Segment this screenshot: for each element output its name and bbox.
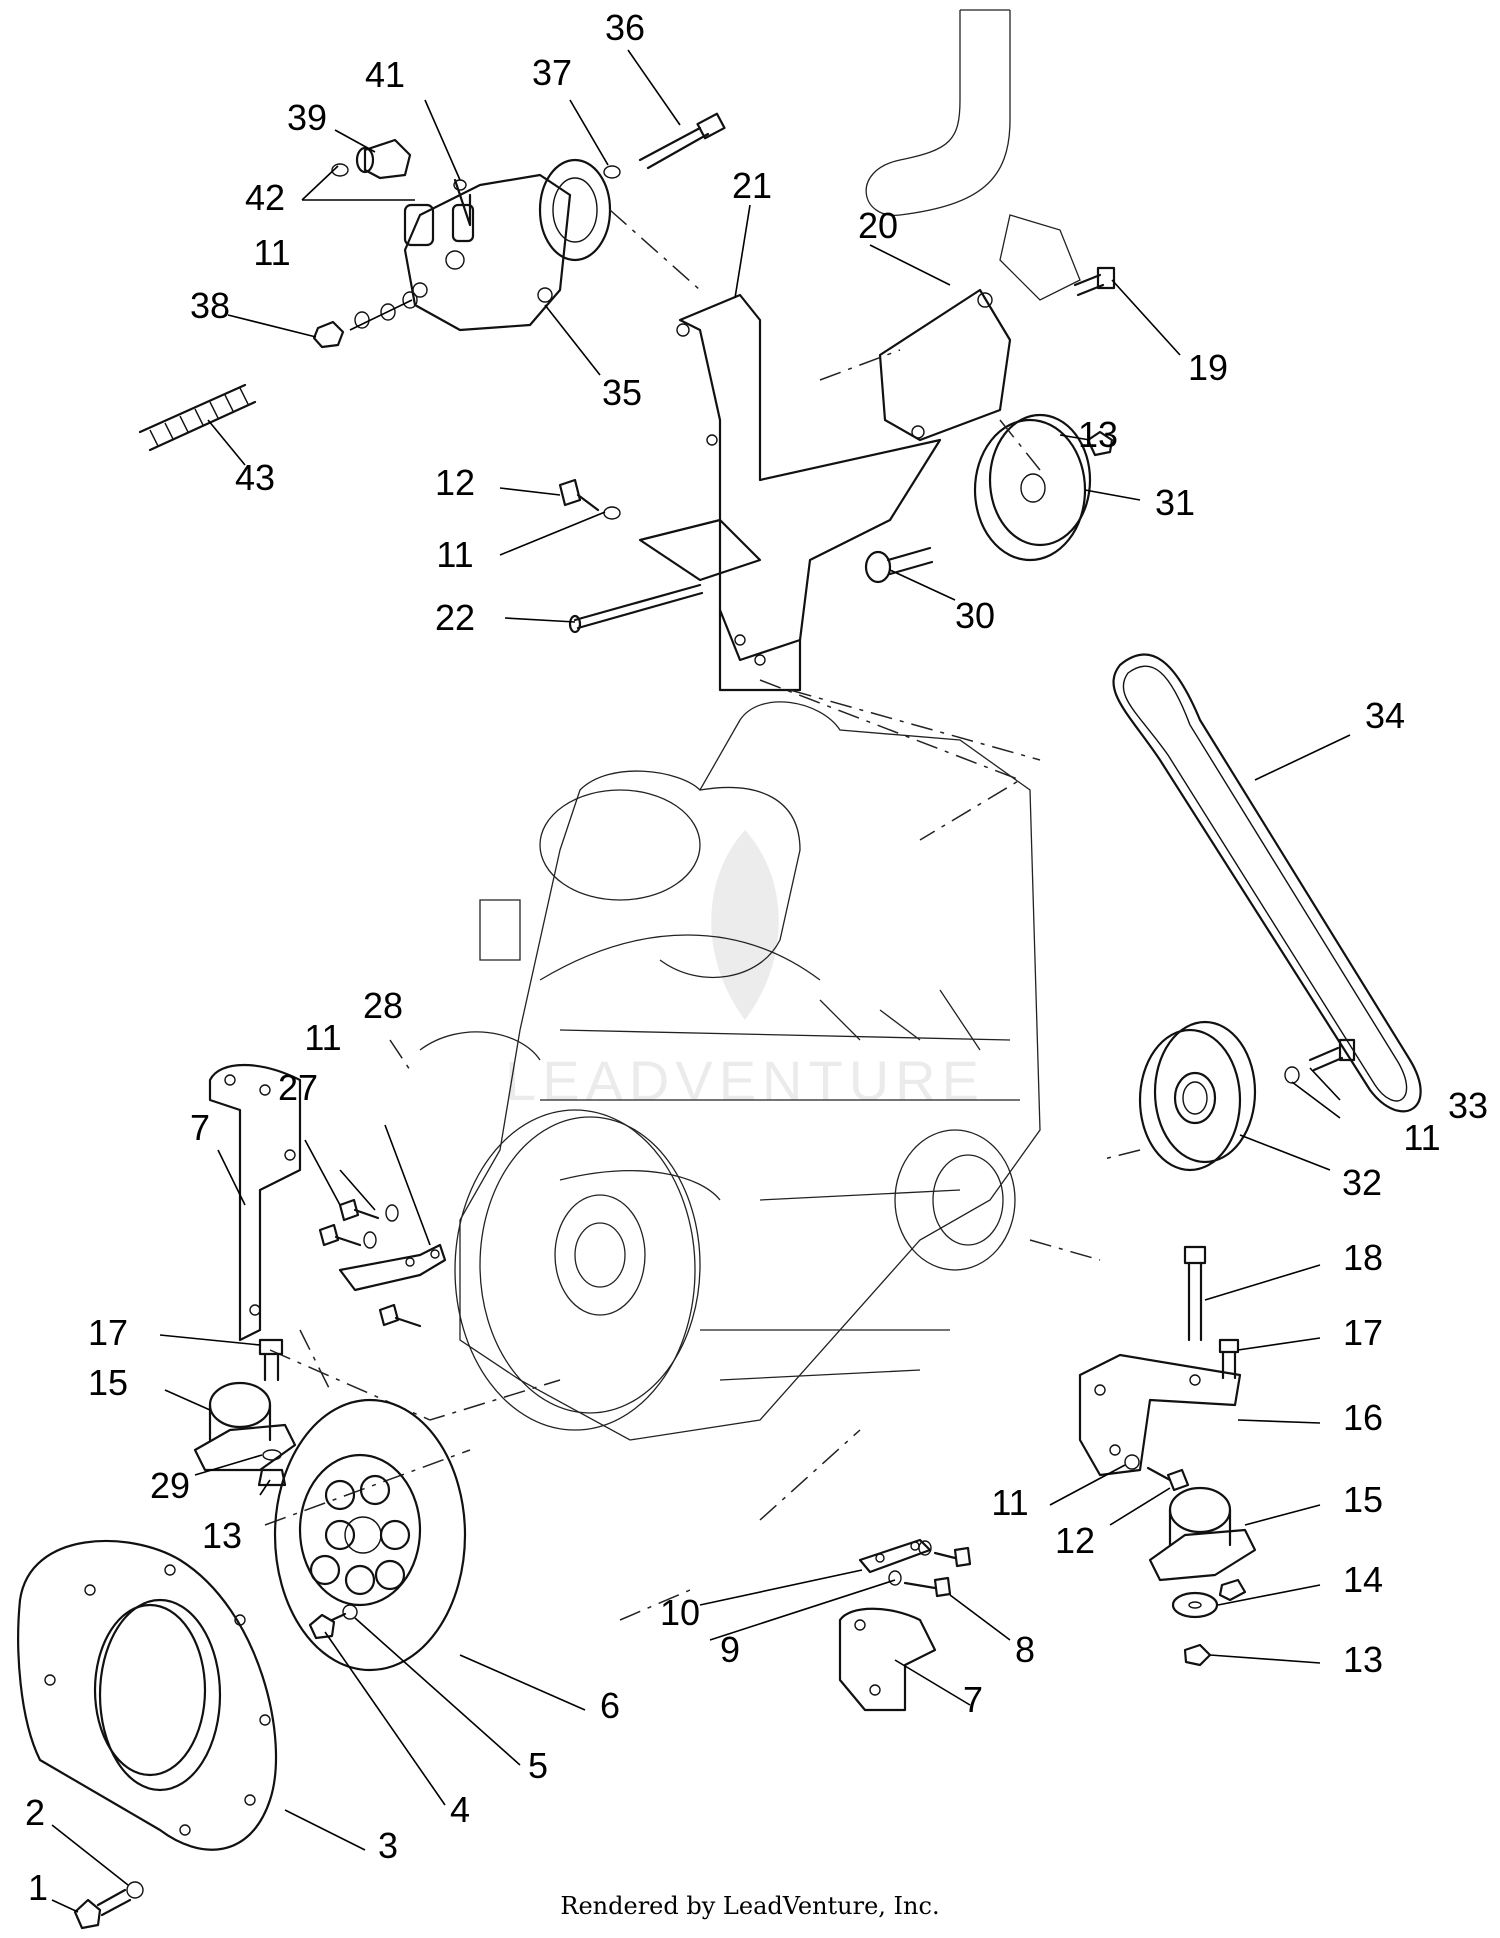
callout-34: 34 — [1365, 695, 1405, 736]
engine-mount-left — [193, 1381, 297, 1472]
callout-labels: 1 2 3 4 5 6 7 7 8 9 10 11 11 11 11 11 12… — [25, 7, 1488, 1908]
callout-27: 27 — [278, 1067, 318, 1108]
engine — [419, 701, 1041, 1441]
callout-1: 1 — [28, 1867, 48, 1908]
compressor-mount-hardware — [312, 291, 418, 349]
callout-11-engine: 11 — [304, 1017, 341, 1058]
callout-42: 42 — [245, 177, 285, 218]
callout-7-lower: 7 — [963, 1679, 983, 1720]
engine-mount-bracket-right-lower — [838, 1607, 937, 1712]
flywheel — [454, 1109, 701, 1431]
callout-2: 2 — [25, 1792, 45, 1833]
mount-nut-bottom — [1183, 1643, 1212, 1667]
callout-6: 6 — [600, 1685, 620, 1726]
callout-37: 37 — [532, 52, 572, 93]
mount-washer — [1171, 1591, 1219, 1619]
callout-7-upper: 7 — [190, 1107, 210, 1148]
crank-pulley — [1138, 1020, 1257, 1172]
compressor — [403, 158, 612, 332]
callout-3: 3 — [378, 1825, 398, 1866]
callout-13-pulley: 13 — [1078, 414, 1118, 455]
mounting-bracket — [638, 293, 942, 692]
watermark: LEADVENTURE — [505, 830, 985, 1112]
callout-20: 20 — [858, 205, 898, 246]
footer-credit: Rendered by LeadVenture, Inc. — [560, 1892, 940, 1920]
callout-11-bracket: 11 — [436, 534, 473, 575]
callout-13-left-mount: 13 — [202, 1515, 242, 1556]
fitting-elbow — [355, 138, 412, 180]
callout-38: 38 — [190, 285, 230, 326]
pulley-nut — [1086, 430, 1114, 457]
mount-bolt-left — [257, 1338, 287, 1487]
bracket-bolts — [318, 1198, 422, 1328]
callout-14: 14 — [1343, 1559, 1383, 1600]
mount-bolt-right — [1218, 1338, 1240, 1380]
adapter-plate — [17, 1539, 278, 1851]
assembly-lines — [264, 209, 1141, 1621]
leader-lines — [51, 49, 1351, 1913]
callout-31: 31 — [1155, 482, 1195, 523]
callout-28: 28 — [363, 985, 403, 1026]
callout-35: 35 — [602, 372, 642, 413]
compressor-bolt — [603, 112, 726, 179]
callout-10: 10 — [660, 1592, 700, 1633]
flex-plate-bolt — [308, 1604, 358, 1640]
callout-21: 21 — [732, 165, 772, 206]
callout-13-right-mount: 13 — [1343, 1639, 1383, 1680]
bracket-plate — [338, 1243, 447, 1292]
engine-mount-bracket-left — [208, 1064, 302, 1342]
drive-belt — [1112, 653, 1422, 1113]
mount-nut — [1218, 1578, 1247, 1602]
callout-5: 5 — [528, 1745, 548, 1786]
watermark-text: LEADVENTURE — [505, 1049, 985, 1112]
callout-18: 18 — [1343, 1237, 1383, 1278]
callout-43: 43 — [235, 457, 275, 498]
callout-19: 19 — [1188, 347, 1228, 388]
flex-plate — [273, 1398, 467, 1672]
exhaust-pipe-outline — [865, 9, 1081, 301]
callout-8: 8 — [1015, 1629, 1035, 1670]
adapter-bolt — [73, 1881, 144, 1930]
callout-39: 39 — [287, 97, 327, 138]
bracket-hardware — [558, 266, 1116, 634]
callout-11-compressor: 11 — [253, 232, 290, 273]
callout-11-mount: 11 — [991, 1482, 1028, 1523]
callout-30: 30 — [955, 595, 995, 636]
idler-plate — [878, 288, 1012, 442]
engine-mount-right — [1148, 1486, 1257, 1582]
callout-32: 32 — [1342, 1162, 1382, 1203]
callout-9: 9 — [720, 1629, 740, 1670]
callout-15-right: 15 — [1343, 1479, 1383, 1520]
callout-12-mount: 12 — [1055, 1520, 1095, 1561]
long-bolt — [1183, 1245, 1207, 1342]
callout-36: 36 — [605, 7, 645, 48]
o-ring — [331, 163, 349, 177]
callout-16: 16 — [1343, 1397, 1383, 1438]
callout-29: 29 — [150, 1465, 190, 1506]
engine-mount-bracket-right — [1078, 1353, 1242, 1477]
callout-4: 4 — [450, 1789, 470, 1830]
crank-pulley-bolt — [1284, 1038, 1356, 1084]
mount-plate-bolts — [888, 1540, 972, 1598]
watermark-flame-icon — [711, 830, 779, 1020]
callout-17-left: 17 — [88, 1312, 128, 1353]
callout-12-bracket: 12 — [435, 462, 475, 503]
callout-41: 41 — [365, 54, 405, 95]
callout-33: 33 — [1448, 1085, 1488, 1126]
bracket-bolt-right — [1124, 1454, 1190, 1492]
callout-15-left: 15 — [88, 1362, 128, 1403]
callout-22: 22 — [435, 597, 475, 638]
callout-17-right: 17 — [1343, 1312, 1383, 1353]
callout-11-pulley: 11 — [1403, 1117, 1440, 1158]
hose — [138, 383, 257, 452]
